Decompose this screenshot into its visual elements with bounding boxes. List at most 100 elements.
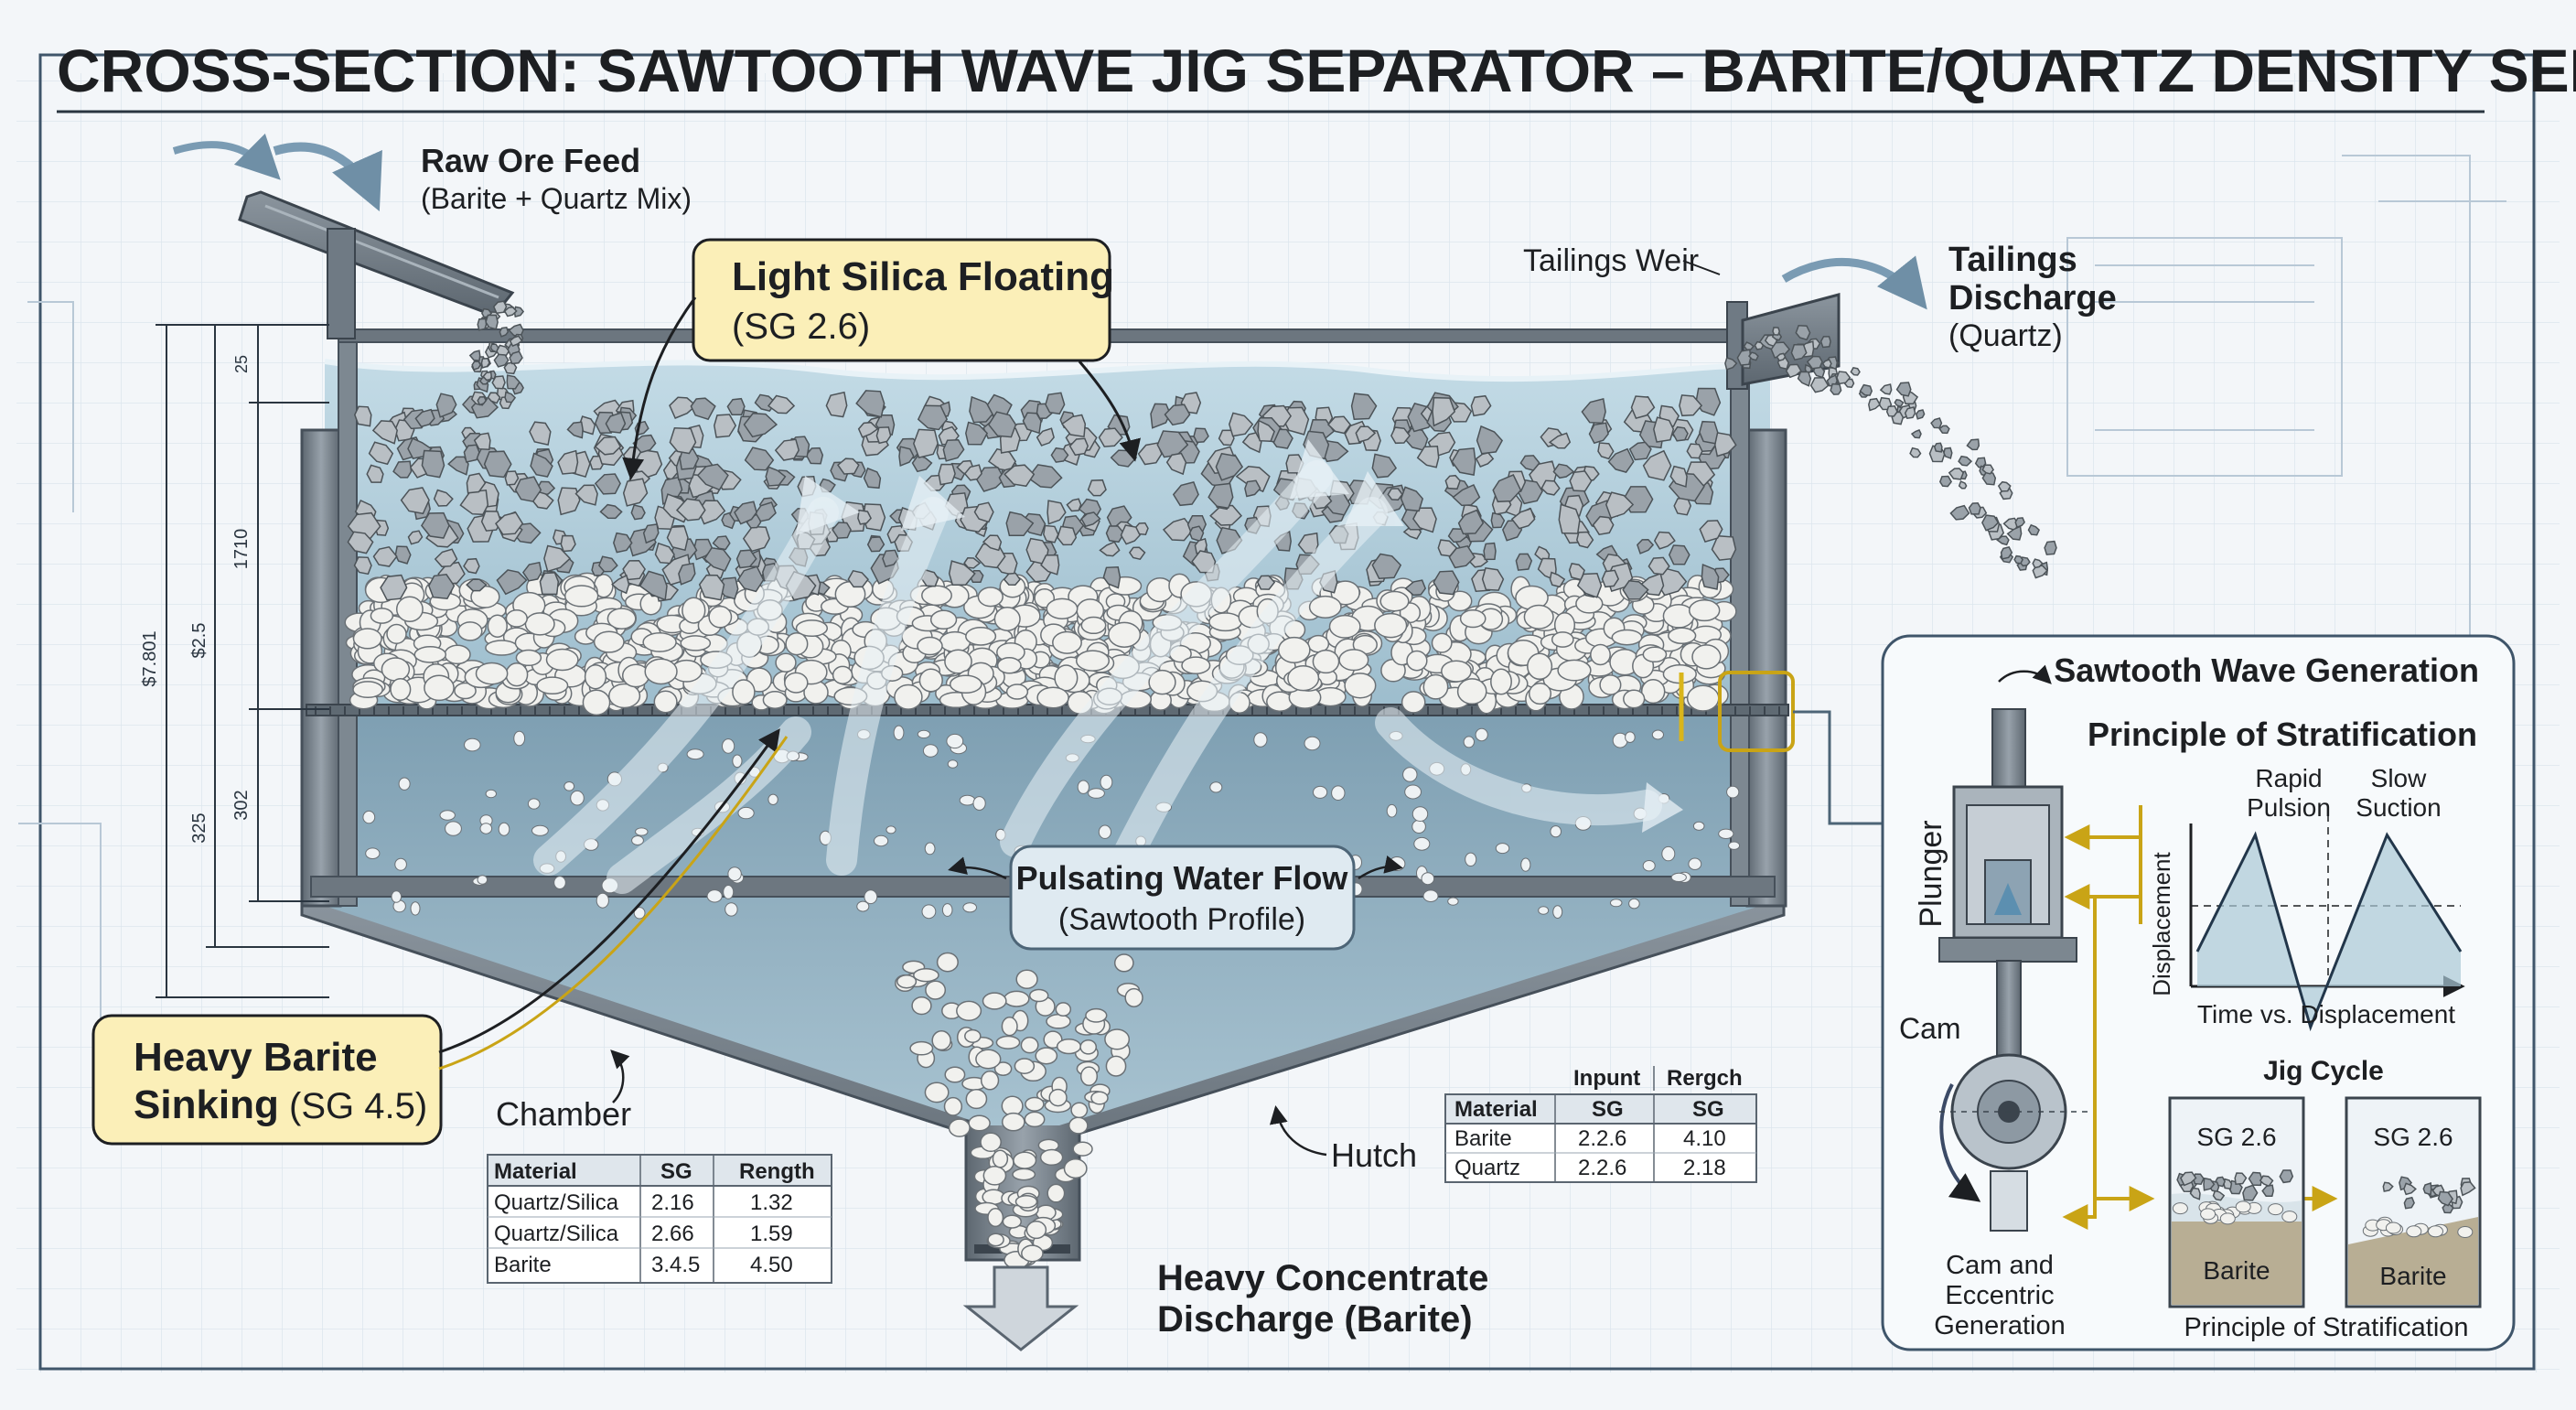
quartz-particle <box>1519 455 1540 471</box>
quartz-particle <box>433 489 454 507</box>
tailings-particle <box>1909 447 1922 458</box>
tailings-particle <box>1806 355 1823 370</box>
tailings-particle <box>1859 383 1873 396</box>
pulsating-flow-arrows <box>533 460 1662 894</box>
falling-particle <box>564 781 575 791</box>
concentrate-particle <box>896 974 918 989</box>
barite-particle <box>784 672 809 694</box>
table-mid-header-sg-2: SG <box>1692 1097 1724 1122</box>
barite-particle <box>708 605 733 629</box>
falling-particle <box>959 794 976 806</box>
waveform-chart: Rapid Pulsion Slow Suction Displacement … <box>2148 764 2465 1032</box>
quartz-particle <box>514 476 542 502</box>
concentrate-particle <box>1013 1151 1037 1169</box>
blueprint-sketch-lines <box>18 155 2506 1025</box>
quartz-particle <box>1510 508 1536 530</box>
quartz-particle <box>857 421 879 438</box>
quartz-particle <box>407 530 424 545</box>
falling-particle <box>1411 819 1426 834</box>
quartz-particle <box>353 405 372 427</box>
barite-particle <box>515 649 542 667</box>
concentrate-particle <box>925 980 947 1000</box>
falling-particle <box>856 900 870 912</box>
dim-302: 302 <box>231 790 252 820</box>
quartz-particle <box>855 390 886 418</box>
cam-caption-3: Generation <box>1934 1311 2066 1340</box>
barite-particle <box>1528 683 1552 705</box>
falling-particle <box>1404 784 1422 800</box>
quartz-particle <box>1105 525 1125 544</box>
concentrate-particle <box>992 1149 1009 1168</box>
table-mid-header-sg-1: SG <box>1592 1097 1624 1122</box>
barite-callout-sg: (SG 4.5) <box>289 1086 427 1126</box>
quartz-particle <box>714 414 737 438</box>
quartz-particle <box>742 525 771 553</box>
quartz-particle <box>1714 431 1737 457</box>
quartz-particle <box>912 428 939 458</box>
falling-particle <box>498 822 510 836</box>
quartz-particle <box>1350 393 1378 420</box>
quartz-particle <box>632 434 657 454</box>
silica-callout-sg: (SG 2.6) <box>732 307 870 347</box>
quartz-particle <box>1066 498 1082 512</box>
falling-particle <box>479 823 493 834</box>
quartz-particle <box>1371 453 1398 479</box>
quartz-particle <box>421 449 445 479</box>
falling-particle <box>1651 729 1665 740</box>
quartz-particle <box>1355 425 1377 443</box>
quartz-particle <box>911 454 933 473</box>
falling-particle <box>1413 836 1431 851</box>
falling-particle <box>1628 898 1640 910</box>
quartz-particle <box>1592 515 1615 536</box>
falling-particle <box>513 730 526 747</box>
barite-particle <box>1406 650 1428 672</box>
falling-particle <box>1421 872 1435 886</box>
feed-label: Raw Ore Feed <box>421 142 640 179</box>
inset-quartz-particle <box>2234 1172 2248 1186</box>
barite-particle <box>1599 674 1622 695</box>
falling-particle <box>1402 767 1418 782</box>
inset-quartz-particle <box>2189 1187 2201 1200</box>
table-left-r1-rength: 1.32 <box>750 1190 793 1215</box>
quartz-particle <box>1569 470 1593 492</box>
barite-particle <box>1623 689 1646 709</box>
falling-particle <box>1670 872 1687 883</box>
barite-particle <box>505 609 528 628</box>
quartz-particle <box>1672 425 1689 442</box>
feed-particle <box>471 361 482 371</box>
quartz-particle <box>969 395 996 424</box>
quartz-particle <box>1475 452 1495 468</box>
barite-particle <box>1422 673 1449 700</box>
falling-particle <box>1388 856 1406 871</box>
concentrate-particle <box>1079 1066 1099 1087</box>
quartz-particle <box>679 448 700 470</box>
barite-particle <box>524 612 555 636</box>
concentrate-particle <box>944 1066 966 1083</box>
falling-particle <box>941 903 953 917</box>
inset-footer: Principle of Stratification <box>2184 1313 2468 1342</box>
quartz-particle <box>1452 484 1481 507</box>
barite-particle <box>832 665 853 684</box>
plunger-assembly <box>1938 664 2095 1232</box>
barite-particle <box>1374 612 1408 639</box>
falling-particle <box>1411 806 1429 822</box>
barite-particle <box>1459 608 1487 629</box>
quartz-particle <box>734 500 757 525</box>
falling-particle <box>1313 785 1328 799</box>
quartz-particle <box>1630 395 1656 419</box>
falling-particle <box>1538 906 1550 915</box>
tailings-particle <box>1743 341 1755 350</box>
inset-barite-particle <box>2406 1225 2422 1238</box>
falling-particle <box>972 796 986 811</box>
inset-quartz-particle <box>2403 1182 2417 1196</box>
falling-particle <box>893 725 905 740</box>
concentrate-particle <box>1046 1014 1071 1029</box>
quartz-particle <box>1102 566 1122 589</box>
inset-title: Sawtooth Wave Generation <box>2054 651 2479 689</box>
falling-particle <box>464 737 481 752</box>
inset-barite-particle <box>2457 1226 2474 1238</box>
dim-overall: $7.801 <box>140 630 160 686</box>
quartz-particle <box>938 463 956 486</box>
quartz-particle <box>1433 570 1460 596</box>
quartz-particle <box>1699 520 1723 544</box>
